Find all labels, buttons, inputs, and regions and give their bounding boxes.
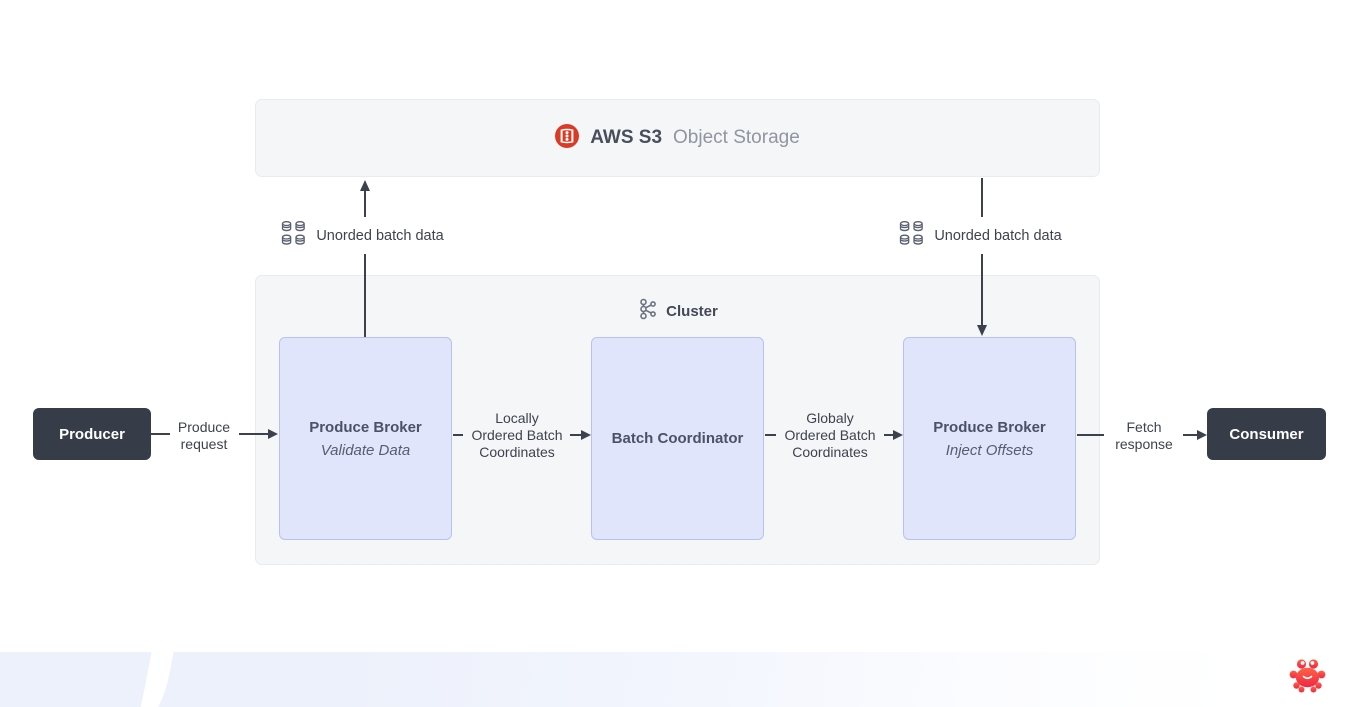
consumer-label: Consumer <box>1229 425 1304 443</box>
footer-band <box>0 652 1368 707</box>
node-title: Produce Broker <box>933 418 1046 436</box>
edge-label-produce-request: Produce request <box>177 419 231 452</box>
footer-wedge-shape <box>139 652 175 707</box>
s3-type-label: Object Storage <box>673 127 800 148</box>
crab-icon <box>1288 656 1328 701</box>
edge-label-globally-ordered: Globaly Ordered Batch Coordinates <box>784 410 876 460</box>
edge-label-fetch-response: Fetch response <box>1115 419 1173 452</box>
node-produce-broker-inject: Produce Broker Inject Offsets <box>903 337 1076 540</box>
unordered-batch-label: Unorded batch data <box>316 227 444 244</box>
producer-label: Producer <box>59 425 125 443</box>
cluster-label: Cluster <box>666 303 718 320</box>
edge-label-unordered-batch-left: Unorded batch data <box>272 217 452 254</box>
s3-storage-panel: AWS S3 Object Storage <box>255 99 1100 177</box>
node-subtitle: Inject Offsets <box>945 441 1034 459</box>
node-produce-broker-validate: Produce Broker Validate Data <box>279 337 452 540</box>
s3-bucket-icon <box>555 123 580 153</box>
edge-label-locally-ordered: Locally Ordered Batch Coordinates <box>471 410 563 460</box>
node-producer: Producer <box>33 408 151 460</box>
node-title: Batch Coordinator <box>611 430 744 447</box>
cluster-topology-icon <box>637 298 658 325</box>
unordered-batch-label: Unorded batch data <box>934 227 1062 244</box>
edge-label-unordered-batch-right: Unorded batch data <box>890 217 1070 254</box>
node-title: Produce Broker <box>309 418 422 436</box>
node-consumer: Consumer <box>1207 408 1326 460</box>
cluster-header: Cluster <box>256 298 1099 325</box>
database-grid-icon <box>898 220 925 251</box>
s3-brand-label: AWS S3 <box>590 127 663 148</box>
node-batch-coordinator: Batch Coordinator <box>591 337 764 540</box>
database-grid-icon <box>280 220 307 251</box>
node-subtitle: Validate Data <box>320 441 411 459</box>
